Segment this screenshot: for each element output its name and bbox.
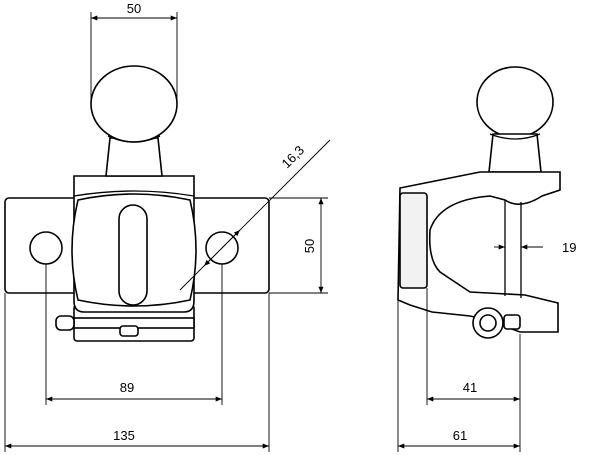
side-pivot-pin	[479, 314, 497, 332]
dim-body-depth: 41	[463, 380, 477, 395]
dim-plate-width: 135	[113, 428, 135, 443]
locking-pin	[55, 315, 75, 331]
ball-neck	[105, 137, 163, 177]
saddle-curve-top	[73, 190, 195, 197]
adjustment-slot	[118, 204, 148, 306]
side-ball-neck	[488, 133, 542, 173]
side-tow-ball	[476, 66, 554, 138]
side-front-plate	[399, 192, 428, 289]
dim-plate-height: 50	[302, 239, 317, 253]
left-mounting-hole	[29, 231, 63, 265]
dim-post-width: 19	[562, 240, 576, 255]
side-hook-body	[397, 171, 561, 333]
ball-collar	[107, 135, 161, 143]
bottom-nut	[119, 325, 139, 337]
dim-ball-width: 50	[127, 1, 141, 16]
front-view: 50 16,3 50 89 135	[4, 1, 331, 452]
tow-ball	[90, 65, 178, 143]
side-view: 19 41 61	[397, 66, 576, 452]
side-nut	[503, 314, 521, 330]
dim-total-depth: 61	[453, 428, 467, 443]
dim-hole-spacing: 89	[120, 380, 134, 395]
